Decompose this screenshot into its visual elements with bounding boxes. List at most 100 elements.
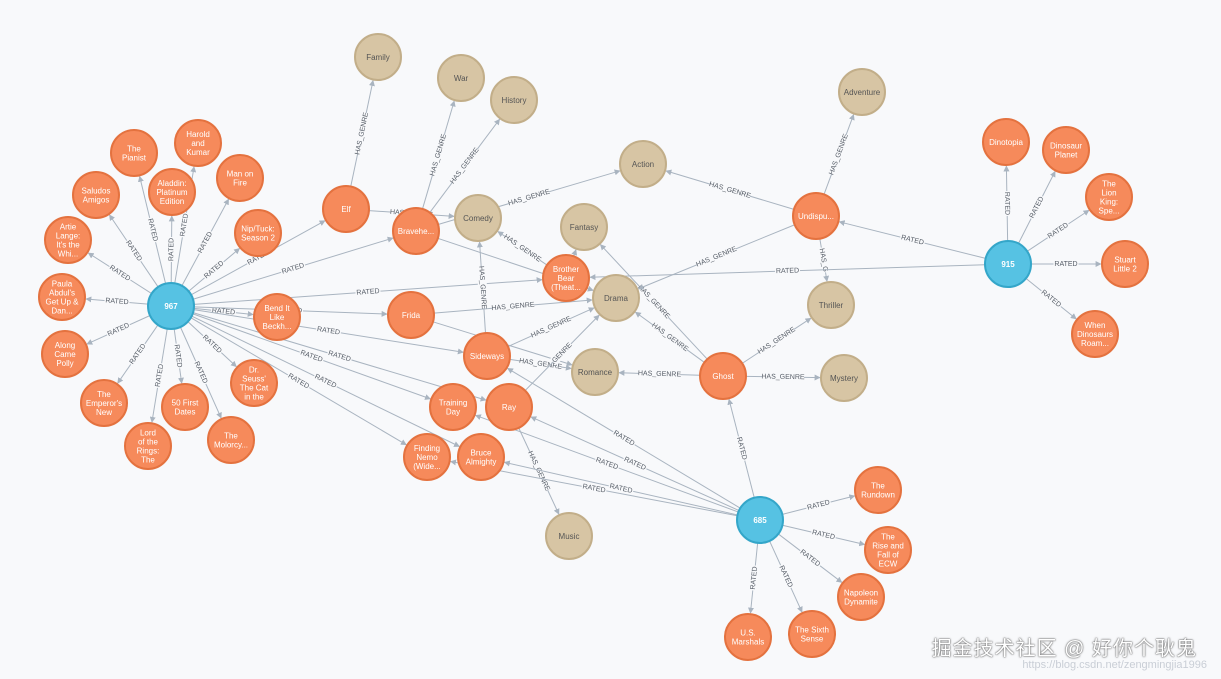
node-label: and <box>191 139 204 148</box>
genre-node-fantasy[interactable]: Fantasy <box>560 203 608 251</box>
edge-m_ray-g_drama[interactable]: GENRE <box>524 314 600 391</box>
edge-m_ray-g_music[interactable]: HAS_GENRE <box>518 427 560 515</box>
edge-u685-m_rundown[interactable]: RATED <box>782 494 856 515</box>
edge-label-background <box>171 343 185 370</box>
user-node-915[interactable]: 915 <box>984 240 1032 288</box>
edge-label-background <box>816 246 830 274</box>
movie-node-brotherbear[interactable]: BrotherBear(Theat... <box>542 254 590 302</box>
edge-u967-m_sideways[interactable]: RATED <box>193 309 464 355</box>
edge-u967-m_50first[interactable]: RATED <box>171 328 185 384</box>
node-label: Along <box>55 341 75 350</box>
edge-u967-m_along[interactable]: RATED <box>86 315 151 345</box>
edge-u685-m_risefall[interactable]: RATED <box>782 524 866 547</box>
edge-u685-m_usmarshals[interactable]: RATED <box>748 542 760 614</box>
edge-m_sideways-g_comedy[interactable]: HAS_GENRE <box>476 241 489 334</box>
movie-node-findingnemo[interactable]: FindingNemo(Wide... <box>403 433 451 481</box>
edge-m_elf-g_family[interactable]: HAS_GENRE <box>350 79 375 187</box>
movie-node-niptuck[interactable]: Nip/Tuck:Season 2 <box>234 209 282 257</box>
edge-u967-m_emperor[interactable]: RATED <box>117 324 159 384</box>
movie-node-molorcy[interactable]: TheMolorcy... <box>207 416 255 464</box>
user-node-685[interactable]: 685 <box>736 496 784 544</box>
movie-node-frida[interactable]: Frida <box>387 291 435 339</box>
genre-node-mystery[interactable]: Mystery <box>820 354 868 402</box>
movie-node-bendit[interactable]: Bend ItLikeBeckh... <box>253 293 301 341</box>
edge-label-background <box>285 371 312 392</box>
edge-m_undisputed-g_drama[interactable]: HAS_GENRE <box>637 224 795 290</box>
edge-m_sideways-g_drama[interactable]: HAS_GENRE <box>507 307 595 348</box>
genre-node-action[interactable]: Action <box>619 140 667 188</box>
edge-u915-m_dinotopia[interactable]: RATED <box>1002 165 1012 242</box>
edge-u915-m_undisputed[interactable]: RATED <box>838 220 986 259</box>
movie-circle <box>80 379 128 427</box>
genre-node-comedy[interactable]: Comedy <box>454 194 502 242</box>
edge-m_braveheart-g_war[interactable]: HAS_GENRE <box>422 100 456 210</box>
edge-m_frida-g_drama[interactable]: HAS_GENRE <box>433 297 593 314</box>
genre-node-romance[interactable]: Romance <box>571 348 619 396</box>
movie-node-sideways[interactable]: Sideways <box>463 332 511 380</box>
genre-node-adventure[interactable]: Adventure <box>838 68 886 116</box>
genre-node-war[interactable]: War <box>437 54 485 102</box>
edge-u967-m_paula[interactable]: RATED <box>85 296 149 308</box>
genre-node-history[interactable]: History <box>490 76 538 124</box>
movie-node-ray[interactable]: Ray <box>485 383 533 431</box>
node-label: Little 2 <box>1113 265 1137 274</box>
edge-m_ghost-g_romance[interactable]: HAS_GENRE <box>618 368 701 380</box>
node-label: 50 First <box>172 399 199 408</box>
edge-m_undisputed-g_thriller[interactable]: HAS_G <box>816 238 830 282</box>
node-label: Bear <box>558 274 575 283</box>
movie-node-usmarshals[interactable]: U.S.Marshals <box>724 613 772 661</box>
edge-m_ghost-g_mystery[interactable]: HAS_GENRE <box>745 372 821 382</box>
edge-m_brotherbear-g_fantasy[interactable] <box>571 249 578 257</box>
node-label: Abdul's <box>49 289 75 298</box>
movie-node-lionking[interactable]: TheLionKing:Spe... <box>1085 173 1133 221</box>
edge-u915-m_whendino[interactable]: RATED <box>1025 278 1077 320</box>
edge-u915-m_stuart[interactable]: RATED <box>1031 259 1102 269</box>
edge-m_brotherbear-g_comedy[interactable]: HAS_GENRE <box>497 231 548 266</box>
edge-u915-m_brotherbear[interactable]: RATED <box>589 264 986 281</box>
movie-node-undisputed[interactable]: Undispu... <box>792 192 840 240</box>
user-node-967[interactable]: 967 <box>147 282 195 330</box>
movie-circle <box>124 422 172 470</box>
edge-u967-m_lotr[interactable]: RATED <box>149 328 168 423</box>
node-label: Nip/Tuck: <box>241 225 275 234</box>
movie-node-braveheart[interactable]: Bravehe... <box>392 207 440 255</box>
edge-u685-m_ghost[interactable]: RATED <box>727 398 755 498</box>
genre-node-music[interactable]: Music <box>545 512 593 560</box>
movie-circle <box>207 416 255 464</box>
edge-m_undisputed-g_action[interactable]: HAS_GENRE <box>665 169 795 210</box>
edge-u685-m_bruce[interactable]: RATED <box>503 460 738 516</box>
edge-m_ghost-g_thriller[interactable]: HAS_GENRE <box>741 317 812 364</box>
edge-u967-m_niptuck[interactable]: RATED <box>188 248 241 292</box>
movie-node-dinotopia[interactable]: Dinotopia <box>982 118 1030 166</box>
movie-node-elf[interactable]: Elf <box>322 185 370 233</box>
genre-node-thriller[interactable]: Thriller <box>807 281 855 329</box>
edge-u685-m_sixth[interactable]: RATED <box>769 540 803 613</box>
genre-node-drama[interactable]: Drama <box>592 274 640 322</box>
edge-m_undisputed-g_adventure[interactable]: HAS_GENRE <box>823 113 855 195</box>
edge-u967-m_aladdin[interactable]: RATED <box>166 215 177 284</box>
movie-node-ghost[interactable]: Ghost <box>699 352 747 400</box>
movie-node-whendino[interactable]: WhenDinosaursRoam... <box>1071 310 1119 358</box>
genre-node-family[interactable]: Family <box>354 33 402 81</box>
